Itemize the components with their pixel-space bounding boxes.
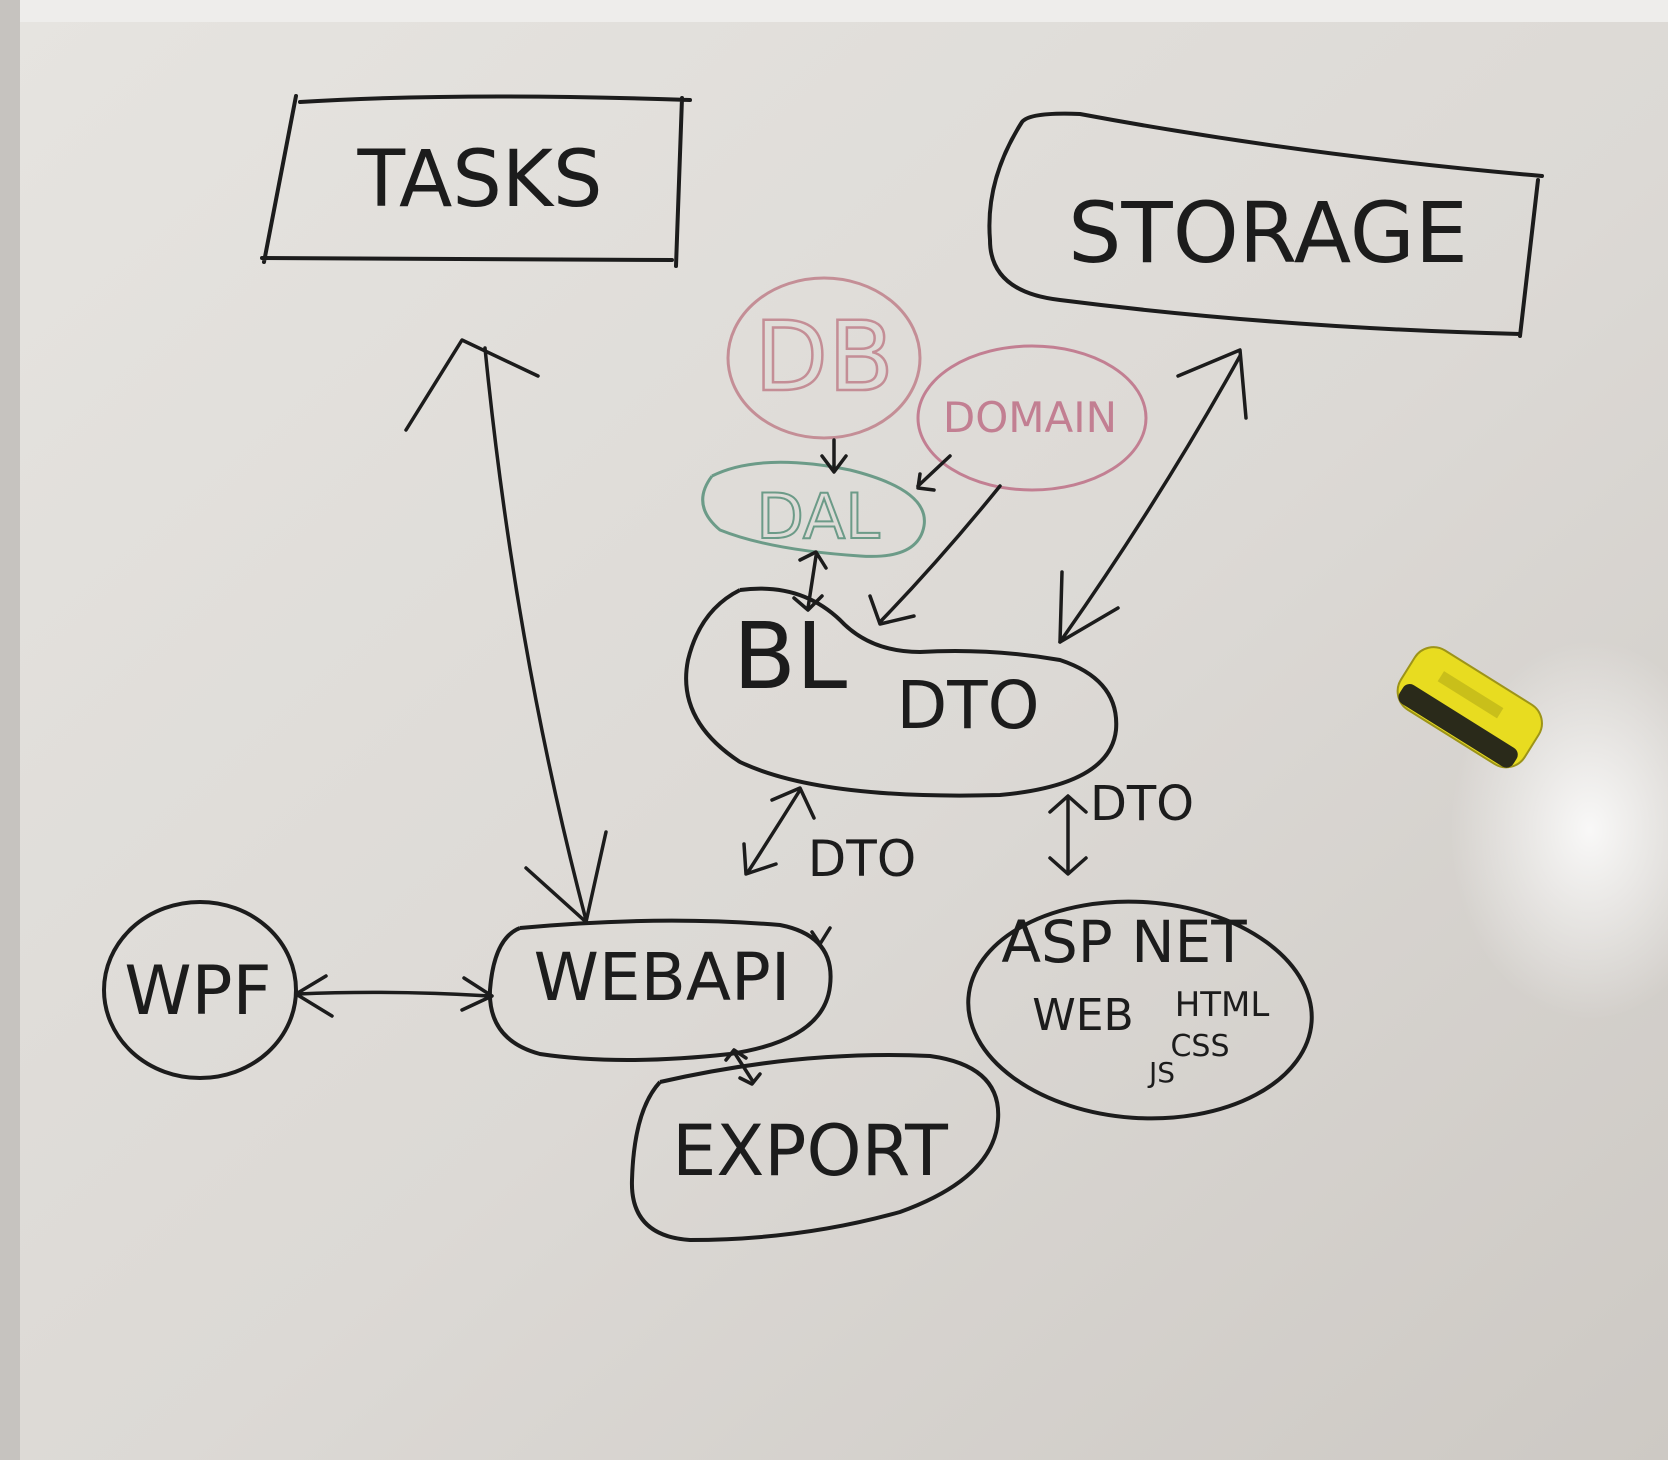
arrow-domain-dal [916, 454, 952, 488]
board-frame-left [0, 0, 20, 1460]
aspnet-html-label: HTML [1175, 985, 1270, 1025]
aspnet-node: ASP NET WEB HTML CSS JS [966, 899, 1314, 1121]
arrowhead-storage [1176, 348, 1248, 420]
arrowhead-export-webapi [738, 1072, 762, 1086]
arrow-webapi-export [732, 1050, 754, 1082]
tasks-node: TASKS [260, 94, 692, 268]
arrow-domain-bl [878, 484, 1002, 624]
arrowhead-webapi-export [724, 1048, 748, 1062]
bl-dto-label: DTO [896, 667, 1039, 744]
arrow-dal-bl [806, 554, 818, 610]
dal-node: DAL [701, 460, 926, 558]
arrow-webapi-bl [746, 788, 802, 874]
arrowhead-tasks [404, 338, 540, 432]
bl-node: BL DTO [684, 586, 1119, 798]
arrowhead-aspnet-bl [1048, 856, 1088, 876]
arrow-storage-bl [1058, 354, 1242, 644]
eraser [1396, 646, 1543, 769]
arrow-wpf-webapi [296, 990, 492, 998]
export-node: EXPORT [629, 1053, 1001, 1243]
arrowhead-bl-domain [868, 594, 916, 626]
db-label: DB [754, 301, 894, 413]
arrowhead-webapi-bl [742, 842, 778, 876]
wpf-label: WPF [124, 952, 271, 1031]
db-node: DB [726, 276, 922, 440]
export-label: EXPORT [672, 1110, 948, 1192]
edge-webapi-bl-label: DTO [808, 830, 916, 888]
storage-node: STORAGE [987, 111, 1544, 338]
webapi-tick [810, 926, 832, 946]
arrowhead-bl-webapi [770, 786, 816, 820]
arrowhead-wpf [294, 974, 334, 1018]
arrowhead-dal-bl-bottom [792, 594, 824, 612]
arrowhead-dal-bl-top [798, 550, 828, 570]
arrowhead-webapi-top [524, 830, 608, 924]
domain-label: DOMAIN [943, 393, 1117, 442]
aspnet-css-label: CSS [1170, 1029, 1229, 1064]
arrowhead-dal-domain [916, 472, 936, 492]
aspnet-js-label: JS [1147, 1056, 1175, 1089]
arrowhead-dal-db [820, 454, 848, 474]
aspnet-label: ASP NET [1001, 908, 1247, 976]
tasks-label: TASKS [356, 135, 602, 225]
webapi-label: WEBAPI [534, 939, 791, 1016]
aspnet-web-label: WEB [1032, 990, 1134, 1041]
edge-aspnet-bl-label: DTO [1090, 776, 1194, 832]
webapi-node: WEBAPI [487, 918, 833, 1062]
arrowhead-webapi-left [460, 976, 494, 1012]
wpf-node: WPF [102, 900, 298, 1080]
dal-label: DAL [756, 480, 880, 553]
arrowhead-bl-aspnet [1048, 794, 1088, 814]
bl-label: BL [733, 603, 847, 710]
domain-node: DOMAIN [916, 344, 1148, 492]
board-frame-top [0, 0, 1668, 22]
arrowhead-bl-storage [1058, 570, 1120, 644]
arrows [294, 338, 1248, 1086]
arrow-tasks-webapi [483, 346, 588, 922]
storage-label: STORAGE [1068, 184, 1468, 282]
